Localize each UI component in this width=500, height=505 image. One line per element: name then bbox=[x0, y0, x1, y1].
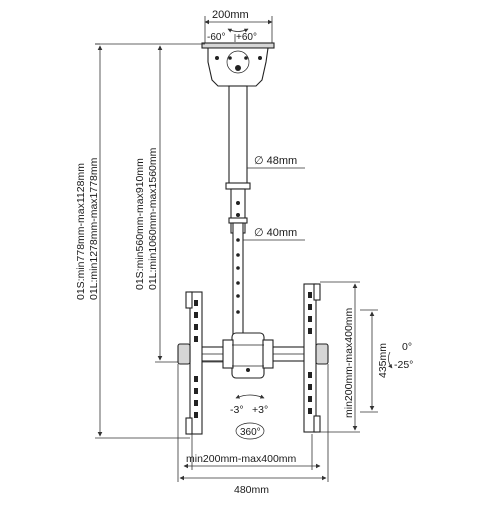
overall-width-label: 480mm bbox=[234, 484, 269, 496]
vesa-vertical-dimension: min200mm-max400mm bbox=[320, 281, 360, 433]
overall-width-dimension: 480mm bbox=[177, 364, 329, 496]
arm-height-dimension: 435mm bbox=[360, 309, 389, 413]
left-vesa-bracket bbox=[177, 291, 203, 435]
height-outer-l-label: 01L:min1278mm-max1778mm bbox=[88, 157, 100, 300]
vesa-horizontal-label: min200mm-max400mm bbox=[186, 453, 297, 465]
arm-height-label: 435mm bbox=[377, 343, 389, 378]
pole-dia-lower-label: ∅ 40mm bbox=[254, 227, 297, 239]
top-tilt-right-label: +60° bbox=[236, 32, 257, 43]
level-left-label: -3° bbox=[230, 404, 244, 416]
top-width-label: 200mm bbox=[212, 9, 249, 21]
tilt-down-label: -25° bbox=[394, 359, 413, 371]
pole-diameter-lower: ∅ 40mm bbox=[243, 227, 305, 241]
height-inner-s-label: 01S:min560mm-max910mm bbox=[134, 158, 146, 290]
level-right-label: +3° bbox=[252, 404, 268, 416]
vesa-vertical-label: min200mm-max400mm bbox=[343, 307, 355, 418]
right-vesa-bracket bbox=[303, 283, 329, 433]
tilt-indicator: 0° -25° bbox=[388, 341, 413, 371]
height-outer-s-label: 01S:min778mm-max1128mm bbox=[75, 163, 87, 300]
ceiling-plate: -60° +60° bbox=[201, 28, 275, 87]
upper-pole bbox=[225, 85, 251, 190]
top-width-dimension: 200mm bbox=[204, 9, 273, 45]
level-adjustment-indicator: -3° +3° bbox=[230, 394, 268, 416]
swivel-indicator: 360° bbox=[235, 422, 265, 440]
tilt-up-label: 0° bbox=[402, 341, 412, 353]
center-clamp bbox=[222, 332, 274, 379]
outer-height-dimension: 01S:min778mm-max1128mm 01L:min1278mm-max… bbox=[75, 43, 205, 439]
top-tilt-left-label: -60° bbox=[207, 32, 225, 43]
vesa-horizontal-dimension: min200mm-max400mm bbox=[183, 434, 321, 470]
pole-diameter-upper: ∅ 48mm bbox=[247, 155, 305, 169]
swivel-label: 360° bbox=[240, 427, 261, 438]
height-inner-l-label: 01L:min1060mm-max1560mm bbox=[147, 147, 159, 290]
lower-pole bbox=[232, 222, 244, 336]
pole-dia-upper-label: ∅ 48mm bbox=[254, 155, 297, 167]
inner-height-dimension: 01S:min560mm-max910mm 01L:min1060mm-max1… bbox=[134, 45, 228, 363]
